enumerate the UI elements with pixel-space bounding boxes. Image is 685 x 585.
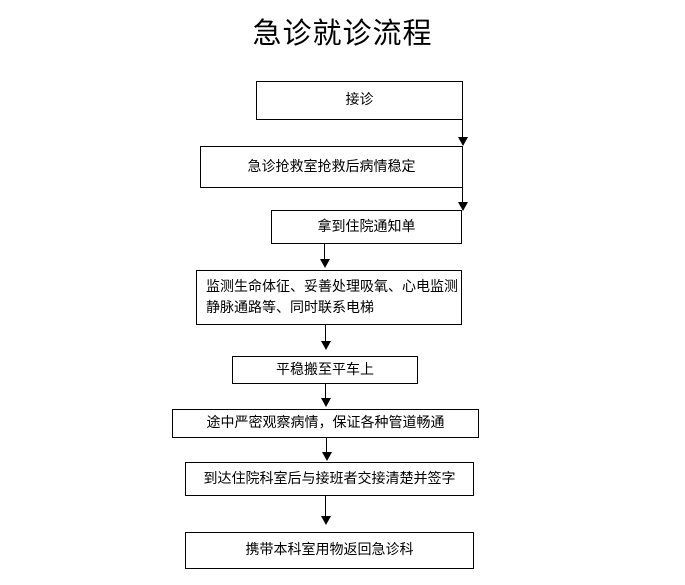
connector-n7-n8-line — [325, 496, 326, 520]
connector-n4-n5-arrow — [321, 341, 331, 350]
flow-node-observe-en-route[interactable]: 途中严密观察病情，保证各种管道畅通 — [172, 409, 479, 438]
flow-node-label: 平稳搬至平车上 — [276, 361, 374, 378]
flow-node-admission-notice[interactable]: 拿到住院通知单 — [271, 210, 462, 244]
flow-node-label-line1: 监测生命体征、妥善处理吸氧、心电监测 — [206, 278, 458, 295]
flow-node-label-block: 监测生命体征、妥善处理吸氧、心电监测 静脉通路等、同时联系电梯 — [206, 277, 458, 319]
flow-node-return-to-ed[interactable]: 携带本科室用物返回急诊科 — [185, 532, 474, 569]
connector-n3-n4-arrow — [320, 259, 330, 268]
connector-n3-n4-line — [324, 244, 325, 263]
flow-node-label: 接诊 — [345, 92, 374, 108]
flow-node-transfer-to-gurney[interactable]: 平稳搬至平车上 — [232, 356, 418, 384]
flow-node-reception[interactable]: 接诊 — [256, 81, 463, 120]
connector-n2-n3-line — [462, 188, 463, 208]
connector-n5-n6-line — [325, 384, 326, 401]
flow-node-label-line2: 静脉通路等、同时联系电梯 — [206, 299, 374, 316]
connector-n7-n8-arrow — [321, 516, 331, 525]
flow-node-label: 途中严密观察病情，保证各种管道畅通 — [206, 415, 445, 431]
flow-node-label: 急诊抢救室抢救后病情稳定 — [247, 158, 416, 175]
page-title: 急诊就诊流程 — [252, 16, 433, 50]
connector-n1-n2-line — [462, 120, 463, 142]
flow-node-label: 拿到住院通知单 — [317, 218, 416, 235]
flow-node-er-stabilized[interactable]: 急诊抢救室抢救后病情稳定 — [200, 146, 463, 188]
connector-n1-n2-arrow — [458, 137, 468, 146]
connector-n5-n6-arrow — [321, 398, 331, 407]
flow-node-monitoring[interactable]: 监测生命体征、妥善处理吸氧、心电监测 静脉通路等、同时联系电梯 — [196, 270, 462, 325]
flow-node-label: 到达住院科室后与接班者交接清楚并签字 — [203, 470, 456, 487]
connector-n2-n3-arrow — [458, 202, 468, 211]
connector-n6-n7-line — [326, 438, 327, 454]
connector-n4-n5-line — [325, 325, 326, 345]
flow-node-handover-signature[interactable]: 到达住院科室后与接班者交接清楚并签字 — [185, 462, 474, 496]
flow-node-label: 携带本科室用物返回急诊科 — [245, 542, 414, 558]
connector-n6-n7-arrow — [322, 452, 332, 461]
